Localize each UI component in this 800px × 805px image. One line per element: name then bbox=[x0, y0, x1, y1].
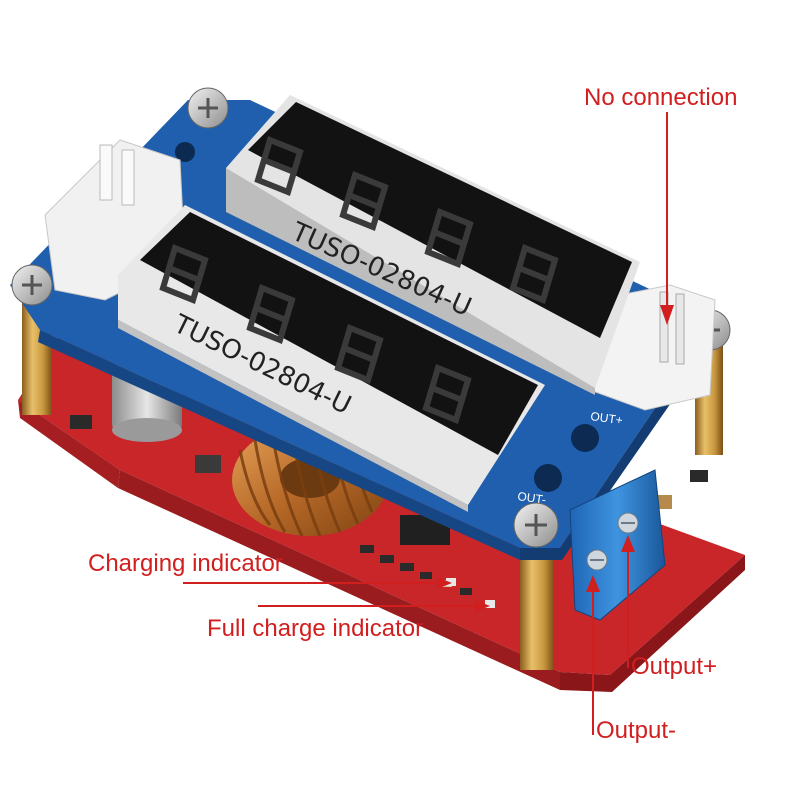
arrowhead-icon bbox=[621, 535, 635, 552]
charging-led bbox=[446, 578, 456, 586]
annotation-leaders bbox=[183, 112, 674, 735]
arrowhead-icon bbox=[437, 577, 452, 589]
screw-icon bbox=[11, 264, 53, 306]
silk-out-plus: OUT+ bbox=[590, 409, 624, 427]
silk-out-minus: OUT- bbox=[517, 489, 547, 507]
full-charge-led bbox=[485, 600, 495, 608]
screws bbox=[11, 87, 731, 548]
arrowhead-icon bbox=[586, 575, 600, 592]
out-plus-pad bbox=[571, 424, 599, 452]
output-plus-label: Output+ bbox=[631, 653, 718, 680]
arrowhead-icon bbox=[660, 305, 674, 325]
no-connection-label: No connection bbox=[584, 84, 738, 111]
lower-led-display: TUSO-02804-U bbox=[118, 205, 545, 512]
screw-icon bbox=[513, 502, 559, 548]
right-jst-connector bbox=[589, 284, 716, 411]
screw-icon bbox=[187, 87, 229, 129]
output-minus-label: Output- bbox=[596, 717, 677, 744]
charging-indicator-label: Charging indicator bbox=[88, 550, 283, 577]
arrowhead-icon bbox=[475, 600, 490, 612]
bottom-red-pcb bbox=[18, 330, 745, 692]
out-minus-pad bbox=[534, 464, 562, 492]
full-charge-indicator-label: Full charge indicator bbox=[207, 615, 424, 642]
